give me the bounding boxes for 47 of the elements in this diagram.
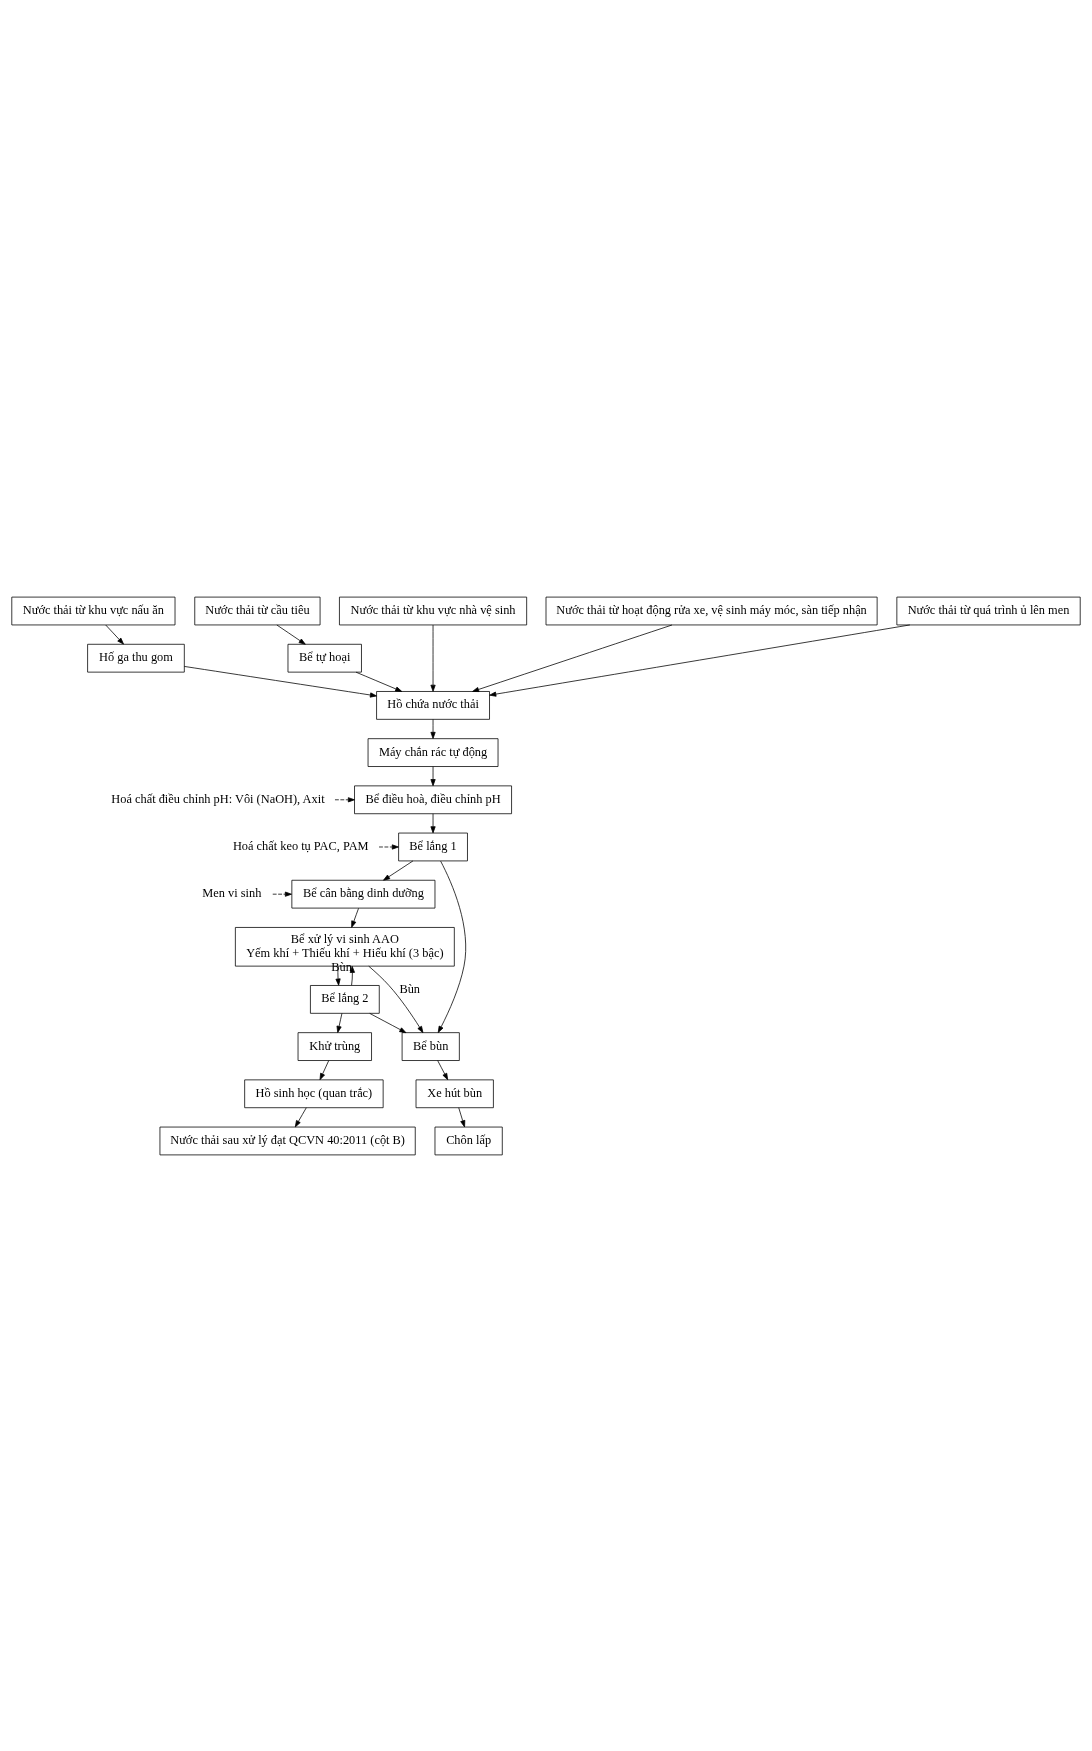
node-box: Bể điều hoà, điều chỉnh pH: [354, 785, 512, 814]
arrow: [430, 624, 436, 692]
node-box: Nước thải từ khu vực nhà vệ sinh: [339, 596, 528, 625]
arrow: [336, 1012, 343, 1033]
arrow: [105, 624, 124, 644]
node-box: Máy chắn rác tự động: [367, 737, 499, 767]
arrow: [430, 765, 436, 786]
node-box: Hồ sinh học (quan trắc): [244, 1078, 384, 1108]
node-box: Khử trùng: [297, 1031, 372, 1061]
arrow: [368, 965, 424, 1033]
node-box: Hồ chứa nước thải: [376, 690, 490, 720]
arrow: [437, 1059, 449, 1080]
node-box: Bể tự hoại: [287, 643, 362, 673]
arrow: [319, 1059, 330, 1080]
node-box: Bể bùn: [401, 1031, 460, 1061]
node-box: Nước thải từ khu vực nấu ăn: [11, 596, 176, 625]
arrow: [276, 624, 306, 645]
arrow: [378, 843, 399, 850]
edge-label: Bùn: [399, 981, 421, 996]
node-box: Nước thải sau xử lý đạt QCVN 40:2011 (cột B): [159, 1126, 416, 1155]
arrow: [183, 665, 377, 698]
arrow: [430, 718, 436, 739]
node-box: Nước thải từ cầu tiêu: [194, 596, 321, 625]
node-box: Nước thải từ quá trình ủ lên men: [896, 596, 1081, 625]
arrow: [369, 1012, 407, 1033]
arrow: [383, 860, 414, 881]
arrow: [430, 812, 436, 833]
arrow: [272, 891, 292, 897]
arrow: [472, 624, 673, 692]
arrow: [489, 624, 911, 697]
node-box: Bể lắng 1: [398, 832, 468, 861]
arrow: [351, 907, 359, 928]
arrow: [334, 796, 355, 802]
arrow: [437, 860, 467, 1033]
node-text: Hoá chất điều chỉnh pH: Vôi (NaOH), Axit: [111, 791, 325, 806]
arrow: [294, 1106, 307, 1127]
node-box: Hố ga thu gom: [87, 643, 185, 673]
node-box: Bể cân bằng dinh dưỡng: [291, 879, 436, 908]
node-box: Nước thải từ hoạt động rửa xe, vệ sinh máy móc, sàn tiếp nhận: [545, 596, 878, 625]
node-box: Chôn lấp: [434, 1126, 503, 1155]
node-text: Hoá chất keo tụ PAC, PAM: [232, 838, 369, 853]
arrow: [458, 1106, 466, 1127]
node-text: Men vi sinh: [202, 885, 262, 900]
arrow: [349, 965, 355, 986]
arrow: [355, 671, 403, 692]
node-box: Xe hút bùn: [415, 1078, 494, 1108]
node-box: Bể lắng 2: [310, 984, 380, 1014]
